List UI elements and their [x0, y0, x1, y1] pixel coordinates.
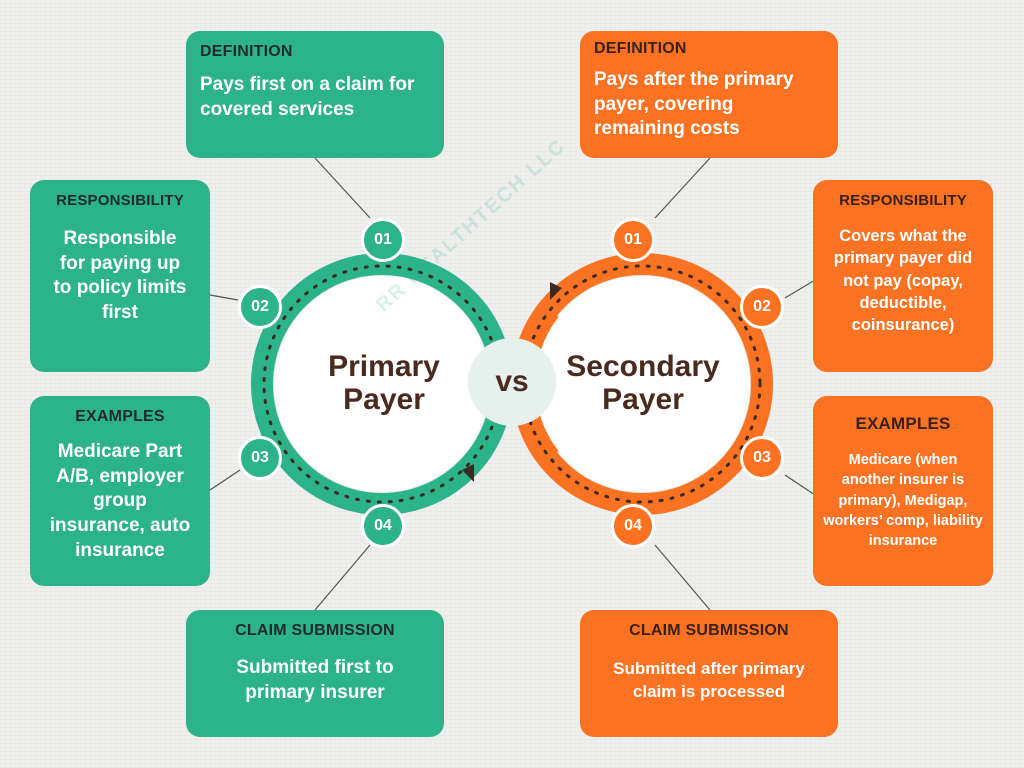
primary-definition-heading: DEFINITION: [200, 43, 293, 60]
vs-badge: vs: [468, 338, 556, 426]
primary-step-02: 02: [238, 285, 282, 329]
secondary-definition-card: DEFINITION Pays after the primary payer,…: [580, 31, 838, 158]
secondary-payer-title: Secondary Payer: [556, 350, 730, 416]
primary-arrow-head: [462, 464, 474, 482]
secondary-arrow-head: [550, 282, 562, 300]
secondary-definition-heading: DEFINITION: [594, 40, 687, 57]
primary-examples-heading: EXAMPLES: [75, 408, 165, 425]
primary-responsibility-body: Responsible for paying up to policy limi…: [53, 228, 187, 324]
secondary-examples-card: EXAMPLES Medicare (when another insurer …: [813, 396, 993, 586]
secondary-definition-body: Pays after the primary payer, covering r…: [594, 69, 794, 140]
secondary-step-02: 02: [740, 285, 784, 329]
primary-claim-body: Submitted first to primary insurer: [236, 657, 394, 703]
secondary-title-line1: Secondary: [566, 350, 720, 383]
primary-definition-card: DEFINITION Pays first on a claim for cov…: [186, 31, 444, 158]
secondary-examples-body: Medicare (when another insurer is primar…: [823, 452, 983, 550]
primary-title-line2: Payer: [343, 383, 425, 416]
primary-responsibility-card: RESPONSIBILITY Responsible for paying up…: [30, 180, 210, 372]
primary-claim-heading: CLAIM SUBMISSION: [235, 622, 395, 639]
secondary-title-line2: Payer: [602, 383, 684, 416]
secondary-responsibility-card: RESPONSIBILITY Covers what the primary p…: [813, 180, 993, 372]
secondary-responsibility-body: Covers what the primary payer did not pa…: [833, 227, 973, 335]
secondary-claim-heading: CLAIM SUBMISSION: [629, 622, 789, 639]
secondary-claim-body: Submitted after primary claim is process…: [613, 659, 805, 701]
primary-step-03: 03: [238, 436, 282, 480]
primary-definition-body: Pays first on a claim for covered servic…: [200, 74, 415, 120]
secondary-claim-card: CLAIM SUBMISSION Submitted after primary…: [580, 610, 838, 737]
secondary-step-01: 01: [611, 218, 655, 262]
primary-step-04: 04: [361, 504, 405, 548]
secondary-examples-heading: EXAMPLES: [855, 414, 951, 433]
secondary-responsibility-heading: RESPONSIBILITY: [839, 192, 967, 209]
secondary-step-03: 03: [740, 436, 784, 480]
primary-step-01: 01: [361, 218, 405, 262]
primary-responsibility-heading: RESPONSIBILITY: [56, 192, 184, 209]
primary-payer-title: Primary Payer: [300, 350, 468, 416]
secondary-step-04: 04: [611, 504, 655, 548]
primary-examples-body: Medicare Part A/B, employer group insura…: [49, 441, 191, 561]
primary-title-line1: Primary: [328, 350, 440, 383]
primary-claim-card: CLAIM SUBMISSION Submitted first to prim…: [186, 610, 444, 737]
primary-examples-card: EXAMPLES Medicare Part A/B, employer gro…: [30, 396, 210, 586]
